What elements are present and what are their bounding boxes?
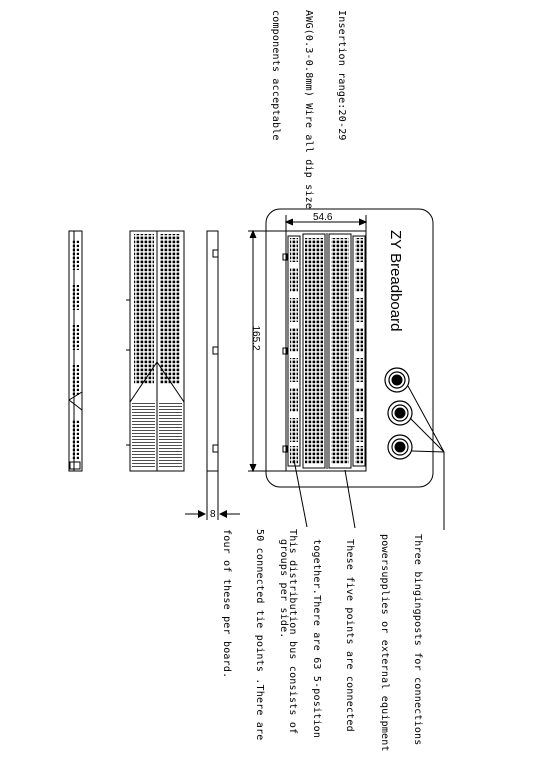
binding-posts (384, 367, 413, 460)
side-profile-view (68, 230, 83, 472)
edge-view (185, 230, 240, 520)
breadboard-top-view (248, 208, 434, 488)
board-title: ZY Breadboard (387, 230, 404, 331)
section-view (126, 230, 185, 472)
length-dimension: 165.2 (250, 325, 261, 350)
thickness-dimension: 8 (210, 509, 216, 520)
leader-lines (293, 385, 445, 530)
binding-post-icon (384, 367, 410, 393)
width-dimension: 54.6 (313, 212, 333, 223)
binding-post-icon (387, 400, 413, 426)
binding-post-icon (387, 434, 413, 460)
